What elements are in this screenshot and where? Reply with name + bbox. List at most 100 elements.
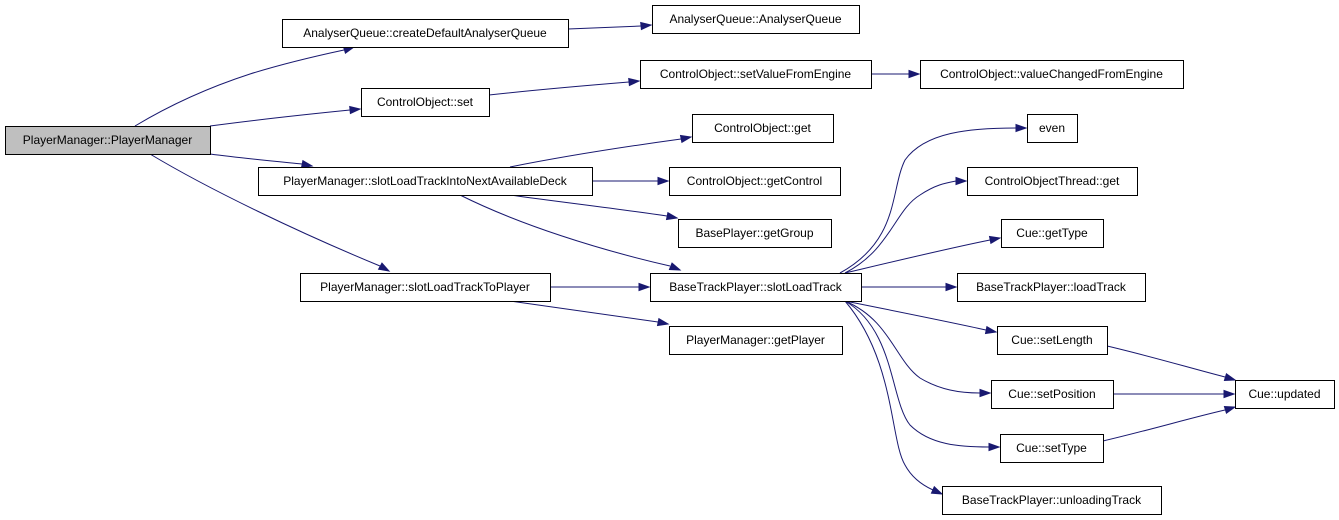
edge-line	[1106, 345, 1226, 378]
node-co-getcontrol[interactable]: ControlObject::getControl	[669, 167, 841, 196]
node-box	[669, 167, 841, 196]
node-btp-slt[interactable]: BaseTrackPlayer::slotLoadTrack	[650, 273, 862, 302]
node-label: Cue::getType	[1016, 226, 1088, 240]
node-co-svfe[interactable]: ControlObject::setValueFromEngine	[640, 60, 872, 89]
node-label: Cue::setLength	[1011, 333, 1092, 347]
edge-arrowhead	[349, 105, 362, 115]
edge-arrowhead	[979, 388, 992, 398]
edge-arrowhead	[1223, 389, 1236, 399]
node-btp-loadtrack[interactable]: BaseTrackPlayer::loadTrack	[957, 273, 1146, 302]
edge-pm_slttp-to-btp_slt	[550, 282, 651, 292]
node-cue-updated[interactable]: Cue::updated	[1235, 380, 1335, 409]
node-cue-gettype[interactable]: Cue::getType	[1001, 219, 1104, 248]
edge-line	[567, 25, 642, 30]
edge-arrowhead	[665, 211, 679, 221]
edge-arrowhead	[628, 77, 641, 87]
edge-line	[509, 194, 668, 217]
node-label: PlayerManager::slotLoadTrackIntoNextAvai…	[283, 174, 567, 188]
edge-line	[209, 109, 351, 127]
edge-arrowhead	[1015, 123, 1028, 133]
edge-arrowhead	[300, 159, 314, 169]
node-co-vcfe[interactable]: ControlObject::valueChangedFromEngine	[920, 60, 1184, 89]
edge-pm_slttp-to-pm_getplayer	[509, 300, 670, 327]
edge-aq_create-to-aq_ctor	[567, 21, 653, 31]
edge-btp_slt-to-cue_gettype	[844, 235, 1002, 274]
edge-arrowhead	[656, 317, 670, 327]
edge-btp_slt-to-cot_get	[844, 176, 968, 274]
node-co-get[interactable]: ControlObject::get	[692, 114, 834, 143]
node-box	[967, 167, 1138, 196]
node-box	[957, 273, 1146, 302]
edge-arrowhead	[640, 21, 653, 31]
edge-co_set-to-co_svfe	[488, 77, 641, 96]
node-box	[920, 60, 1184, 89]
edge-line	[839, 127, 1017, 274]
node-label: BasePlayer::getGroup	[695, 226, 813, 240]
edge-pm_sltinad-to-co_getcontrol	[592, 176, 670, 186]
edge-cue_settype-to-cue_updated	[1102, 405, 1237, 442]
edge-line	[459, 194, 671, 267]
node-cue-settype[interactable]: Cue::setType	[1000, 434, 1104, 463]
nodes-layer: PlayerManager::PlayerManager AnalyserQueu…	[5, 5, 1335, 515]
node-label: PlayerManager::getPlayer	[686, 333, 825, 347]
node-btp-unloading[interactable]: BaseTrackPlayer::unloadingTrack	[942, 486, 1162, 515]
edge-pm_sltinad-to-co_get	[509, 134, 693, 168]
node-label: PlayerManager::PlayerManager	[23, 133, 192, 147]
node-pm-sltinad[interactable]: PlayerManager::slotLoadTrackIntoNextAvai…	[258, 167, 593, 196]
node-aq-ctor[interactable]: AnalyserQueue::AnalyserQueue	[652, 5, 860, 34]
edge-btp_slt-to-cue_setlength	[844, 300, 998, 335]
node-even[interactable]: even	[1027, 114, 1078, 143]
edge-arrowhead	[638, 282, 651, 292]
node-box	[652, 5, 860, 34]
node-cue-setposition[interactable]: Cue::setPosition	[991, 380, 1114, 409]
node-label: ControlObject::valueChangedFromEngine	[940, 67, 1163, 81]
node-box	[678, 219, 832, 248]
edge-line	[844, 300, 934, 491]
node-label: ControlObject::set	[377, 95, 474, 109]
node-label: BaseTrackPlayer::unloadingTrack	[962, 493, 1142, 507]
node-box	[942, 486, 1162, 515]
edges-layer	[134, 21, 1237, 495]
node-box	[991, 380, 1114, 409]
edge-line	[134, 49, 345, 127]
node-aq-create[interactable]: AnalyserQueue::createDefaultAnalyserQueu…	[282, 19, 569, 48]
edge-line	[488, 81, 630, 96]
node-box	[282, 19, 569, 48]
node-box	[300, 273, 551, 302]
node-box	[361, 88, 490, 117]
edge-arrowhead	[955, 176, 968, 186]
edge-btp_slt-to-btp_unloading	[844, 300, 944, 495]
edge-btp_slt-to-cue_setposition	[844, 300, 992, 398]
edge-arrowhead	[657, 176, 670, 186]
edge-arrowhead	[984, 325, 998, 335]
node-box	[640, 60, 872, 89]
edge-co_svfe-to-co_vcfe	[871, 69, 921, 79]
node-cot-get[interactable]: ControlObjectThread::get	[967, 167, 1138, 196]
node-box	[1000, 434, 1104, 463]
edge-pm_ctor-to-pm_slttp	[149, 153, 391, 272]
node-label: ControlObject::getControl	[687, 174, 822, 188]
edge-line	[844, 300, 981, 394]
node-label: BaseTrackPlayer::loadTrack	[976, 280, 1127, 294]
node-box	[997, 326, 1108, 355]
node-label: even	[1039, 121, 1065, 135]
node-pm-slttp[interactable]: PlayerManager::slotLoadTrackToPlayer	[300, 273, 551, 302]
node-pm-getplayer[interactable]: PlayerManager::getPlayer	[669, 326, 843, 355]
node-co-set[interactable]: ControlObject::set	[361, 88, 490, 117]
node-bp-getgroup[interactable]: BasePlayer::getGroup	[678, 219, 832, 248]
edge-pm_ctor-to-aq_create	[134, 45, 356, 127]
node-pm-ctor[interactable]: PlayerManager::PlayerManager	[5, 126, 211, 155]
node-label: ControlObject::get	[714, 121, 811, 135]
node-label: ControlObjectThread::get	[985, 174, 1120, 188]
node-label: BaseTrackPlayer::slotLoadTrack	[669, 280, 843, 294]
edge-pm_sltinad-to-btp_slt	[459, 194, 682, 271]
edge-line	[149, 153, 381, 267]
edge-arrowhead	[1223, 372, 1237, 382]
edge-line	[209, 153, 303, 165]
edge-btp_slt-to-btp_loadtrack	[861, 282, 958, 292]
edge-line	[844, 300, 987, 331]
node-label: Cue::updated	[1248, 387, 1320, 401]
node-cue-setlength[interactable]: Cue::setLength	[997, 326, 1108, 355]
edge-line	[844, 300, 990, 448]
